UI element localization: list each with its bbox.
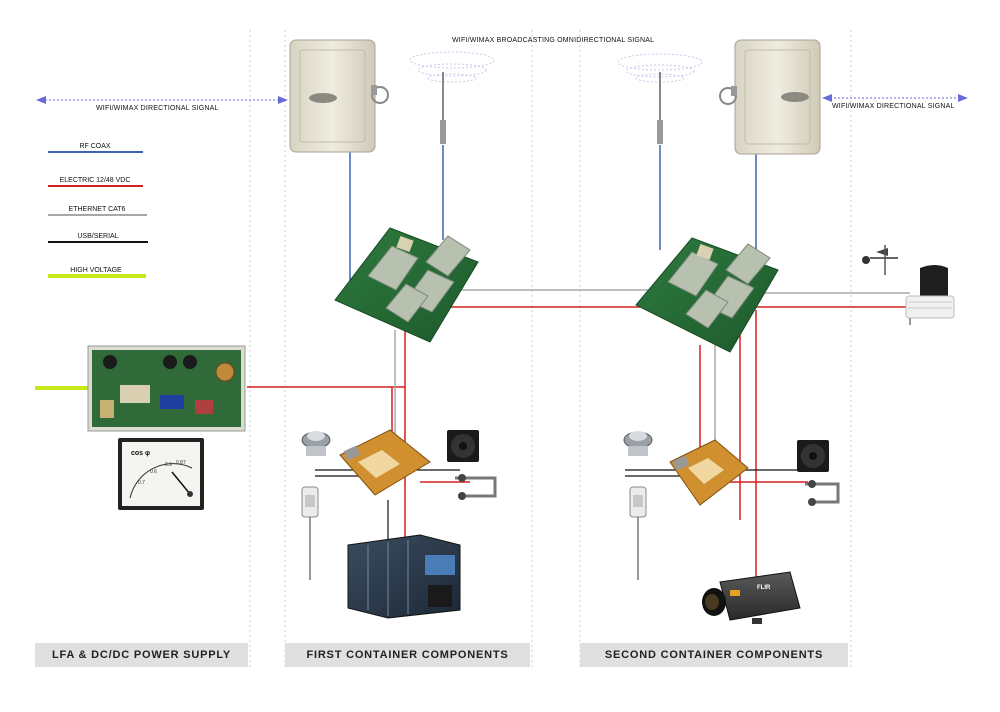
probe-sensor-first [301, 486, 319, 580]
legend-rf-coax: RF COAX [79, 143, 111, 150]
left-directional-signal-label: WIFI/WIMAX DIRECTIONAL SIGNAL [96, 105, 219, 112]
cooling-fan-second [797, 440, 829, 472]
embedded-board-second [669, 439, 749, 506]
heater-element-first [455, 474, 497, 500]
pressure-sensor-first [301, 431, 331, 456]
section-label-first: FIRST CONTAINER COMPONENTS [285, 643, 530, 667]
heater-element-second [805, 480, 840, 506]
embedded-board-first [339, 429, 431, 496]
section-dividers [249, 30, 852, 670]
omni-antenna-left [409, 51, 495, 144]
router-board-second [635, 237, 779, 353]
meter-scale-1: 0.6 [150, 469, 157, 475]
meter-scale-4: 0.87 [176, 460, 186, 466]
right-directional-signal-label: WIFI/WIMAX DIRECTIONAL SIGNAL [832, 103, 955, 110]
electric-dc-cables [247, 306, 910, 590]
thermal-camera [702, 571, 801, 624]
cooling-fan-first [447, 430, 479, 462]
legend-ethernet: ETHERNET CAT6 [68, 206, 126, 213]
legend-high-voltage: HIGH VOLTAGE [70, 267, 122, 274]
power-factor-meter [118, 438, 204, 510]
section-label-power: LFA & DC/DC POWER SUPPLY [35, 643, 248, 667]
weather-station [862, 245, 955, 325]
directional-antenna-left [289, 39, 389, 153]
rf-coax-cables [349, 145, 757, 285]
omni-signal-label: WIFI/WIMAX BROADCASTING OMNIDIRECTIONAL … [452, 37, 655, 44]
power-supply-board [87, 345, 246, 432]
directional-antenna-right [719, 39, 821, 155]
legend-lines [48, 151, 148, 278]
omni-antenna-right [617, 53, 703, 144]
section-label-second: SECOND CONTAINER COMPONENTS [580, 643, 848, 667]
meter-scale-3: 0.9 [165, 462, 172, 468]
router-board-first [334, 227, 479, 343]
ethernet-cables [394, 289, 910, 450]
legend-usb-serial: USB/SERIAL [77, 233, 119, 240]
probe-sensor-second [629, 486, 647, 580]
meter-scale-2: 0.7 [138, 480, 145, 486]
meter-cos-label: cos φ [131, 450, 151, 457]
io-module-rack-first [347, 534, 461, 619]
pressure-sensor-second [623, 431, 653, 456]
legend-electric: ELECTRIC 12/48 VDC [59, 177, 131, 184]
camera-brand-label: FLIR [757, 585, 771, 591]
